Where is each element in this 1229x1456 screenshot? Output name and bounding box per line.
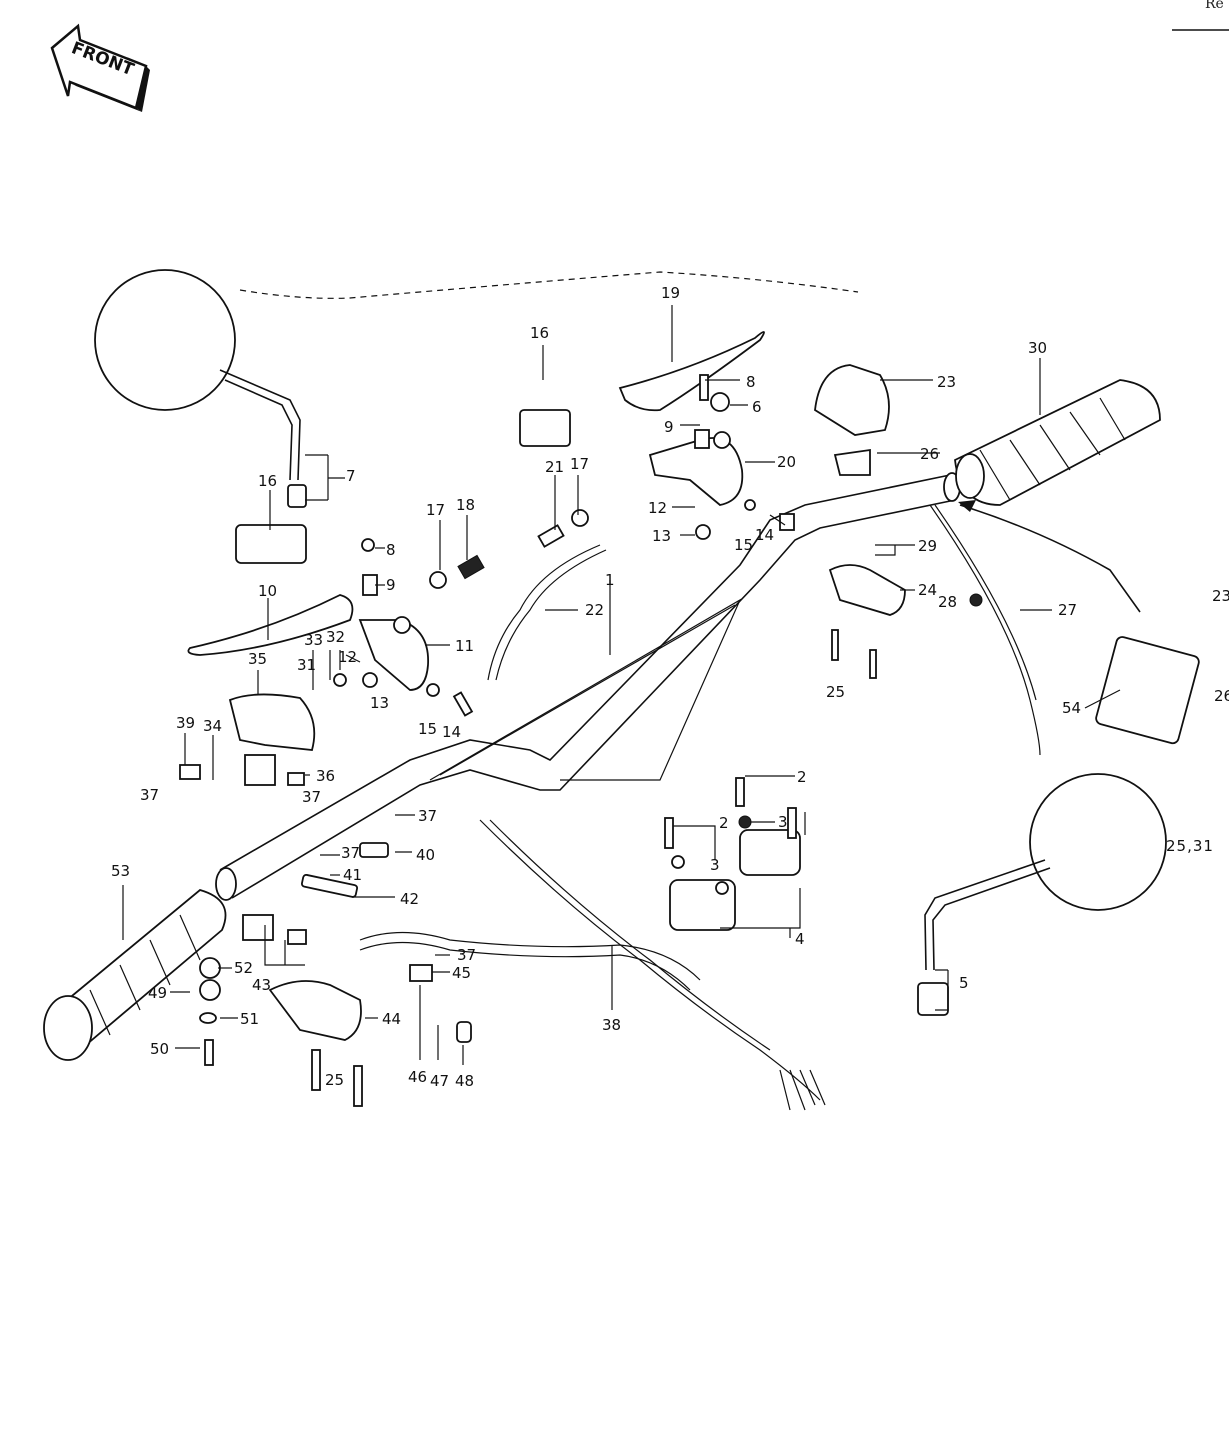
- part-label: 23: [937, 373, 956, 391]
- part-label: 22: [585, 601, 604, 619]
- part-label: 41: [343, 866, 362, 884]
- part-label: 53: [111, 862, 130, 880]
- part-label: 25,31: [1166, 837, 1214, 855]
- handlebar: [215, 472, 961, 901]
- part-label: 16: [530, 324, 549, 342]
- part-label: 19: [661, 284, 680, 302]
- right-mirror: [917, 773, 1167, 1016]
- part-label: 37: [341, 844, 360, 862]
- part-label: 20: [777, 453, 796, 471]
- part-label: 26: [1214, 687, 1229, 705]
- part-label: 47: [430, 1072, 449, 1090]
- part-label: 37: [457, 946, 476, 964]
- part-label: 45: [452, 964, 471, 982]
- leader-lines: [122, 305, 1121, 1065]
- part-label: 15: [418, 720, 437, 738]
- left-mirror: [94, 269, 307, 508]
- left-lever: [187, 594, 354, 656]
- part-label: 42: [400, 890, 419, 908]
- part-label: 17: [426, 501, 445, 519]
- part-label: 46: [408, 1068, 427, 1086]
- part-label: 51: [240, 1010, 259, 1028]
- part-label: 48: [455, 1072, 474, 1090]
- part-label: 33: [304, 631, 323, 649]
- part-label: 10: [258, 582, 277, 600]
- part-label: 14: [755, 526, 774, 544]
- part-label: 40: [416, 846, 435, 864]
- part-label: 52: [234, 959, 253, 977]
- part-label: 26: [920, 445, 939, 463]
- part-label: 37: [140, 786, 159, 804]
- part-label: 11: [455, 637, 474, 655]
- part-label: 27: [1058, 601, 1077, 619]
- part-label: 32: [326, 628, 345, 646]
- part-label: 25: [826, 683, 845, 701]
- part-label: 36: [316, 767, 335, 785]
- right-switch-housing: [814, 364, 906, 616]
- part-label: 54: [1062, 699, 1081, 717]
- part-label: 43: [252, 976, 271, 994]
- part-label: 25: [325, 1071, 344, 1089]
- part-label: 13: [652, 527, 671, 545]
- part-label: 37: [302, 788, 321, 806]
- part-label: 37: [418, 807, 437, 825]
- part-label: 29: [918, 537, 937, 555]
- part-label: 15: [734, 536, 753, 554]
- left-lever-holder: [358, 616, 429, 691]
- part-label: 2: [719, 814, 729, 832]
- part-label: 35: [248, 650, 267, 668]
- part-label: 23: [1212, 587, 1229, 605]
- part-label: 16: [258, 472, 277, 490]
- part-label: 30: [1028, 339, 1047, 357]
- part-label: 49: [148, 984, 167, 1002]
- part-label: 18: [456, 496, 475, 514]
- part-label: 4: [795, 930, 805, 948]
- part-label: 12: [338, 648, 357, 666]
- part-label: 21: [545, 458, 564, 476]
- front-arrow-icon: FRONT: [50, 23, 150, 112]
- part-label: 9: [386, 576, 396, 594]
- part-number-labels: 7 16 16 19 8 6 9 20 23 30 26 21 17 12 13…: [111, 284, 1229, 1090]
- part-label: 24: [918, 581, 937, 599]
- left-switch-housing: [228, 693, 362, 1041]
- part-label: 17: [570, 455, 589, 473]
- part-label: 28: [938, 593, 957, 611]
- part-label: 5: [959, 974, 969, 992]
- right-grip: [954, 379, 1161, 506]
- part-label: 8: [386, 541, 396, 559]
- part-label: 44: [382, 1010, 401, 1028]
- part-label: 39: [176, 714, 195, 732]
- part-label: 7: [346, 467, 356, 485]
- right-lever-holder: [648, 431, 744, 506]
- part-label: 1: [605, 571, 615, 589]
- part-label: 9: [664, 418, 674, 436]
- part-label: 50: [150, 1040, 169, 1058]
- cables: [359, 500, 1141, 1111]
- right-lever: [618, 331, 765, 412]
- left-grip: [43, 889, 227, 1061]
- part-label: 31: [297, 656, 316, 674]
- part-label: 34: [203, 717, 222, 735]
- dashed-guide: [239, 271, 859, 299]
- part-label: 12: [648, 499, 667, 517]
- hardware-parts: [179, 374, 1200, 1107]
- part-label: 3: [778, 813, 788, 831]
- part-label: 13: [370, 694, 389, 712]
- part-label: 8: [746, 373, 756, 391]
- part-label: 6: [752, 398, 762, 416]
- part-label: 14: [442, 723, 461, 741]
- part-label: 3: [710, 856, 720, 874]
- part-label: 2: [797, 768, 807, 786]
- corner-text: Re: [1205, 0, 1224, 12]
- part-label: 38: [602, 1016, 621, 1034]
